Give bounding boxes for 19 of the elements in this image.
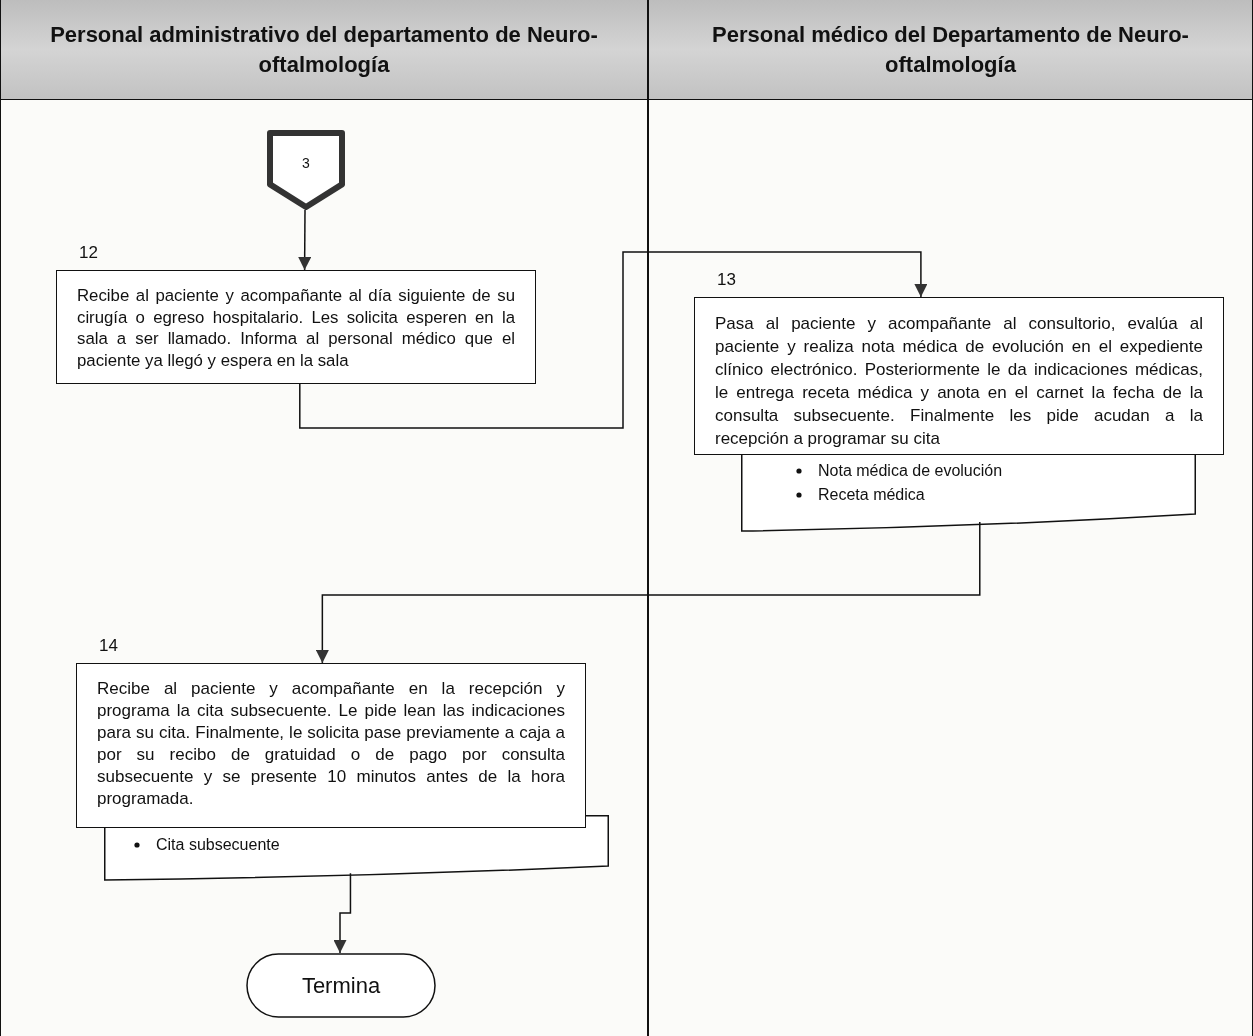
- arrow: [298, 209, 312, 271]
- lane-heading: Personal administrativo del departamento de Neuro-oftalmología: [49, 20, 599, 79]
- arrow: [315, 521, 981, 664]
- swimlane: [0, 0, 648, 1036]
- connector-number: 3: [302, 155, 310, 171]
- document-item: Cita subsecuente: [156, 835, 280, 855]
- terminator-label: Termina: [301, 972, 381, 999]
- step-description: Recibe al paciente y acompañante al día siguiente de su cirugía o egreso hospitalario. Les solicita esperen en la sala a ser llamado. Informa al personal médico que el paciente ya llegó y espera en la sala: [77, 285, 515, 371]
- document-item: Nota médica de evolución: [818, 461, 1003, 481]
- step-number: 14: [99, 636, 118, 656]
- step-description: Recibe al paciente y acompañante en la recepción y programa la cita subsecuente. Le pide lean las indicaciones para su cita. Finalmente, le solicita pase previamente a caja a por su recibo de gratuidad o de pago por consulta subsecuente y se presente 10 minutos antes de la hora programada.: [97, 678, 565, 810]
- arrow: [299, 251, 928, 429]
- document-item: Receta médica: [818, 485, 925, 505]
- lane-heading: Personal médico del Departamento de Neuro-oftalmología: [711, 20, 1190, 79]
- step-number: 12: [79, 243, 98, 263]
- step-description: Pasa al paciente y acompañante al consultorio, evalúa al paciente y realiza nota médica de evolución en el expediente clínico electrónico. Posteriormente le da indicaciones médicas, le entrega receta médica y anota en el carnet la fecha de la consulta subsecuente. Finalmente les pide acudan a la recepción a programar su cita: [715, 313, 1203, 450]
- step-number: 13: [717, 270, 736, 290]
- swimlane: [648, 0, 1253, 1036]
- arrow: [333, 872, 352, 954]
